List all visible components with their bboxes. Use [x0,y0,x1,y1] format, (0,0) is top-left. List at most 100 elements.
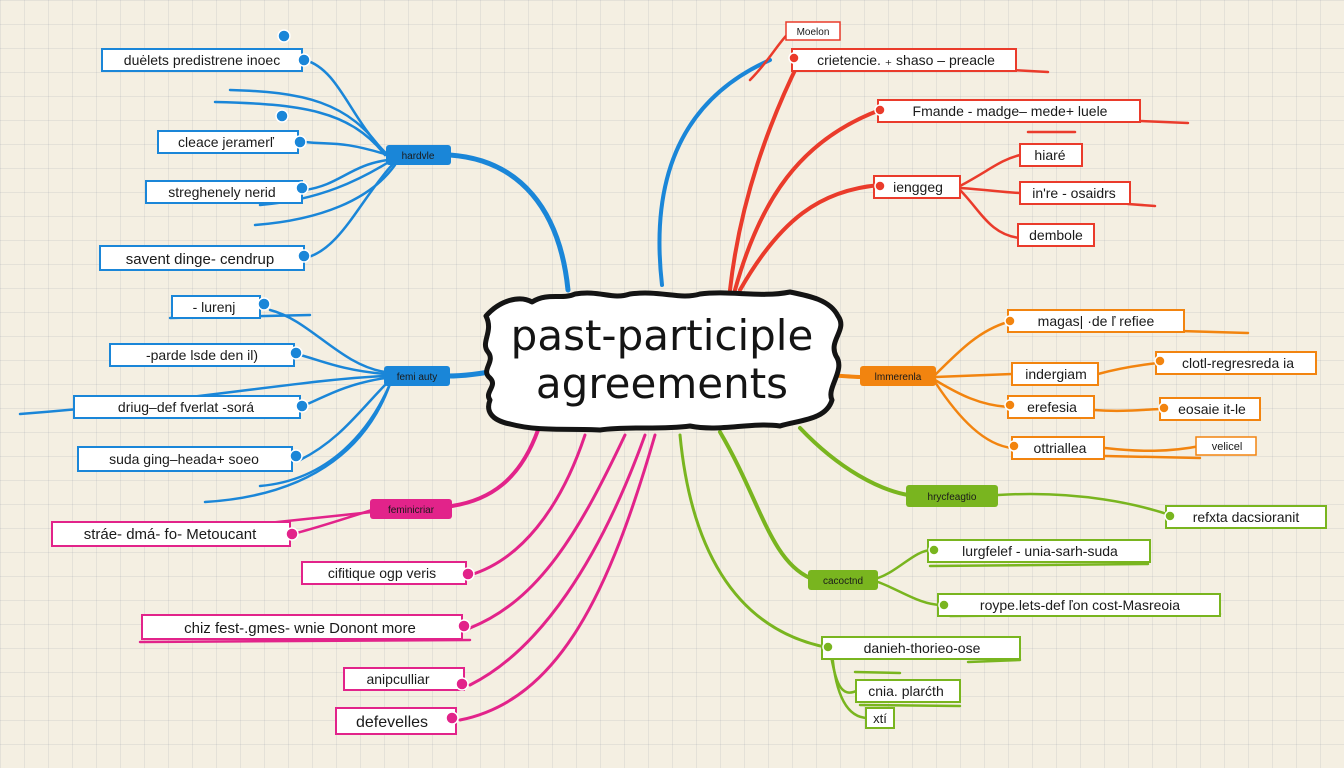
bullet-icon [289,449,303,463]
leaf-node[interactable]: driug–def fverlat -sorá [73,395,309,419]
leaf-node[interactable]: velicel [1195,436,1257,456]
leaf-node[interactable]: duėlets predistrene inoec [101,48,311,72]
trunk-lines [445,58,910,722]
leaf-node[interactable]: roype.lets-def ľon cost-Masreoia [937,593,1221,617]
leaf-node[interactable]: Fmande - madge– mede+ luele [874,99,1141,123]
leaf-label: lurgfelef - unia-sarh-suda [962,543,1118,559]
hub-label: cacoctnd [823,576,863,587]
leaf-node[interactable]: -parde lsde den il) [109,343,303,367]
bullet-icon [1158,402,1170,414]
hub-label: hrycfeagtio [928,492,977,503]
blue-branch-lines [18,58,397,504]
leaf-node[interactable]: anipculliar [343,667,469,691]
leaf-label: erefesia [1027,399,1077,415]
leaf-label: Fmande - madge– mede+ luele [913,103,1108,119]
leaf-label: cleace jeramerľ [178,134,275,150]
leaf-label: in're - osaidrs [1032,185,1116,201]
bullet-icon [874,180,886,192]
leaf-label: defevelles [356,714,428,731]
bullet-icon [928,544,940,556]
central-title-line-1: past-participle [511,311,814,360]
bullet-icon [295,181,309,195]
leaf-node[interactable]: refxta dacsioranit [1164,505,1327,529]
bullet-icon [1004,315,1016,327]
leaf-node[interactable]: chiz fest-.gmes- wnie Donont more [141,614,471,640]
leaf-label: - lurenj [193,299,236,315]
leaf-label: cifitique ogp veris [328,565,436,581]
leaf-node[interactable]: crietencie. ₊ shaso – preacle [788,48,1017,72]
bullet-icon [297,249,311,263]
hub-node-blue-1[interactable]: hardvle [386,145,451,165]
leaf-node[interactable]: savent dinge- cendrup [99,245,311,271]
bullet-icon [275,109,289,123]
leaf-node[interactable]: stráe- dmá- fo- Metoucant [51,521,299,547]
bullet-icon [1154,355,1166,367]
bullet-icon [461,567,475,581]
central-title-line-2: agreements [536,359,788,408]
hub-label: feminicriar [388,505,435,516]
bullet-icon [874,104,886,116]
hub-label: hardvle [402,151,435,162]
leaf-node[interactable]: xtí [865,707,895,729]
leaf-label: eosaie it-le [1178,401,1246,417]
leaf-label: ottriallea [1034,440,1087,456]
leaf-node[interactable]: indergiam [1011,362,1099,386]
leaf-node[interactable]: eosaie it-le [1158,397,1261,421]
bullet-icon [285,527,299,541]
leaf-label: hiaré [1034,147,1065,163]
leaf-label: suda ging–heada+ soeo [109,451,259,467]
leaf-label: ienggeg [893,179,943,195]
leaf-node[interactable]: ienggeg [873,175,961,199]
leaf-label: streghenely nerid [168,184,275,200]
central-node: past-participle agreements [482,289,844,433]
leaf-label: stráe- dmá- fo- Metoucant [84,526,257,543]
leaf-node[interactable]: magas| ·de ľ refiee [1004,309,1185,333]
bullet-icon [938,599,950,611]
leaf-nodes: duėlets predistrene inoec cleace jeramer… [51,21,1327,735]
bullet-icon [295,399,309,413]
bullet-icon [1004,399,1016,411]
leaf-node[interactable]: - lurenj [171,295,271,319]
leaf-node[interactable]: lurgfelef - unia-sarh-suda [927,539,1151,563]
leaf-node[interactable]: cleace jeramerľ [157,130,307,154]
leaf-node[interactable]: streghenely nerid [145,180,309,204]
leaf-node[interactable]: erefesia [1004,395,1095,419]
leaf-label: crietencie. ₊ shaso – preacle [817,52,995,68]
bullet-icon [297,53,311,67]
hub-node-green-1[interactable]: hrycfeagtio [906,485,998,507]
leaf-label: indergiam [1025,366,1086,382]
bullet-icon [277,29,291,43]
leaf-label: velicel [1212,441,1243,453]
leaf-node[interactable]: suda ging–heada+ soeo [77,446,303,472]
leaf-node[interactable]: clotl-regresreda ia [1154,351,1317,375]
leaf-node[interactable]: danieh-thorieo-ose [821,636,1021,660]
leaf-node[interactable]: Moelon [785,21,841,41]
hub-node-pink[interactable]: feminicriar [370,499,452,519]
hub-node-blue-2[interactable]: femi auty [384,366,450,386]
leaf-node[interactable]: hiaré [1019,143,1083,167]
leaf-node[interactable]: cifitique ogp veris [301,561,475,585]
bullet-icon [822,641,834,653]
bullet-icon [788,52,800,64]
leaf-node[interactable]: cnia. plarćth [855,679,961,703]
leaf-node[interactable]: in're - osaidrs [1019,181,1131,205]
leaf-label: cnia. plarćth [868,683,943,699]
hub-node-orange[interactable]: lmmerenla [860,366,936,386]
bullet-icon [293,135,307,149]
hub-node-green-2[interactable]: cacoctnd [808,570,878,590]
leaf-node[interactable]: ottriallea [1008,436,1105,460]
leaf-node[interactable]: defevelles [335,707,459,735]
bullet-icon [1008,440,1020,452]
leaf-node[interactable]: dembole [1017,223,1095,247]
hub-label: lmmerenla [875,372,922,383]
orange-branch-lines [933,320,1250,460]
leaf-label: anipculliar [366,671,429,687]
leaf-label: Moelon [797,27,830,38]
bullet-icon [257,297,271,311]
leaf-label: dembole [1029,227,1083,243]
hub-label: femi auty [397,372,438,383]
leaf-label: driug–def fverlat -sorá [118,399,254,415]
leaf-label: magas| ·de ľ refiee [1038,313,1155,329]
leaf-label: refxta dacsioranit [1193,509,1300,525]
